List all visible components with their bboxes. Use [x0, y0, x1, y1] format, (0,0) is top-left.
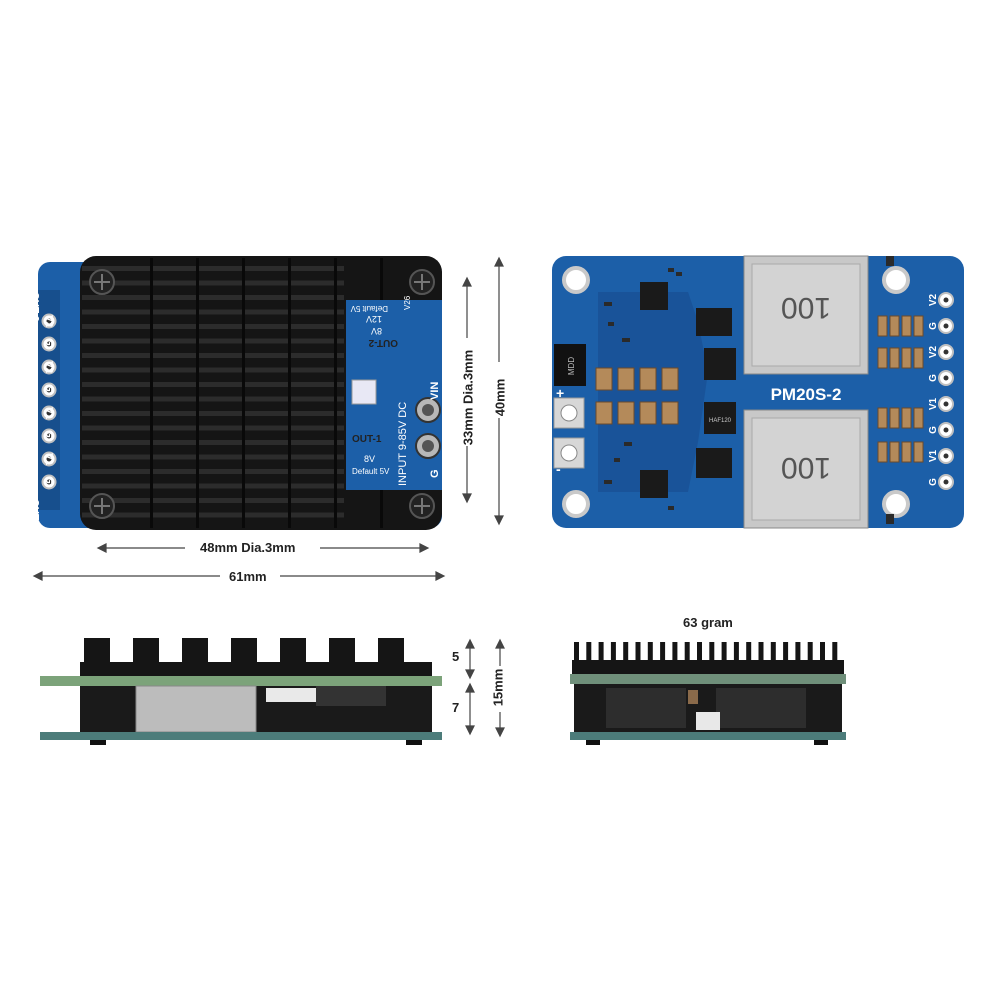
input-terminals: [553, 397, 585, 469]
input-terminals: [415, 397, 441, 459]
small-components: [604, 256, 894, 524]
outer-width-label: 61mm: [229, 569, 267, 584]
pin-pad: [41, 336, 57, 352]
ground-label: G: [429, 469, 441, 478]
pin-label: V1: [928, 449, 939, 462]
pin-label: V2: [43, 315, 54, 328]
diode: [554, 344, 586, 386]
input-voltage-label: INPUT 9-85V DC: [397, 402, 409, 486]
pin-label: V2: [43, 361, 54, 374]
inductor-side: [135, 685, 257, 733]
upper-pcb: [40, 676, 442, 686]
mosfet-chips: [640, 282, 736, 498]
pin-label: G: [43, 384, 54, 392]
pin-label: V2: [928, 293, 939, 306]
pin-pad: [938, 344, 954, 360]
pin-pad: [41, 451, 57, 467]
minus-label: -: [556, 461, 561, 477]
inductor-top: [743, 255, 869, 375]
pin-pad: [41, 313, 57, 329]
pin-pad: [41, 382, 57, 398]
pin-label: V2: [928, 345, 939, 358]
pin-label: G: [43, 338, 54, 346]
chip-label: HAF120: [709, 418, 732, 424]
height-dimension-lines: [462, 256, 504, 526]
default-top-label: Default 5V: [350, 304, 388, 313]
pin-label: G: [928, 426, 939, 434]
out1-label: OUT-1: [352, 434, 382, 445]
lower-pcb: [40, 732, 442, 740]
default-bottom-label: Default 5V: [352, 467, 390, 476]
pin-pad: [938, 292, 954, 308]
pin-pad: [41, 359, 57, 375]
side-view-width: [570, 642, 846, 745]
plus-label: +: [556, 385, 564, 401]
pin-label: G: [928, 322, 939, 330]
layer-dimension-lines: [465, 638, 505, 738]
inductor-value-top: 100: [781, 291, 831, 324]
model-label: PM20S-2: [771, 385, 842, 404]
switch-block: [351, 379, 377, 405]
weight-label: 63 gram: [683, 615, 733, 630]
pin-pad: [938, 448, 954, 464]
right-pin-header: [938, 292, 954, 490]
diode-label: MDD: [567, 357, 576, 375]
pin-pad: [938, 370, 954, 386]
out2-label: OUT-2: [368, 337, 398, 348]
option-12v-label: 12V: [366, 314, 382, 324]
option-8v-bottom-label: 8V: [364, 454, 375, 464]
pin-label: OUT 1: [29, 499, 40, 529]
inner-height-label: 33mm Dia.3mm: [460, 349, 476, 446]
bottom-layer-label: 7: [452, 700, 460, 715]
pin-pad: [41, 474, 57, 490]
option-8v-top-label: 8V: [371, 326, 382, 336]
pin-label: G: [928, 374, 939, 382]
total-height-label: 15mm: [490, 668, 506, 707]
vin-label: VIN: [429, 382, 441, 400]
pin-pad: [41, 405, 57, 421]
pin-pad: [938, 474, 954, 490]
inductor-value-bottom: 100: [781, 451, 831, 484]
pin-label: G: [928, 478, 939, 486]
pin-pad: [938, 422, 954, 438]
top-layer-label: 5: [452, 649, 460, 664]
side-view-length: [40, 638, 442, 745]
mounting-hole-icon: [562, 266, 910, 518]
screw-icon: [89, 269, 435, 519]
capacitor-array: [595, 315, 924, 463]
width-dimension-lines: [32, 543, 446, 581]
pin-label: OUT 2: [29, 292, 40, 322]
top-view-heatsink-board: VIN G INPUT 9-85V DC OUT-2 OUT-1 12V 8V …: [38, 256, 442, 530]
v26-label: V26: [403, 295, 412, 310]
inner-width-label: 48mm Dia.3mm: [200, 540, 296, 555]
pin-pad: [938, 396, 954, 412]
bottom-view-pcb: 100 100 PM20S-2 HAF120 MDD + - V2GV2GV1G…: [552, 255, 964, 529]
lower-pcb: [570, 732, 846, 740]
pin-pad: [41, 428, 57, 444]
inductor-bottom: [743, 409, 869, 529]
upper-pcb: [570, 674, 846, 684]
pin-pad: [938, 318, 954, 334]
outer-height-label: 40mm: [492, 378, 508, 417]
pin-label: V1: [928, 397, 939, 410]
pin-label: V1: [43, 453, 54, 466]
pin-label: V1: [43, 407, 54, 420]
pin-label: G: [43, 430, 54, 438]
pin-label: G: [43, 476, 54, 484]
